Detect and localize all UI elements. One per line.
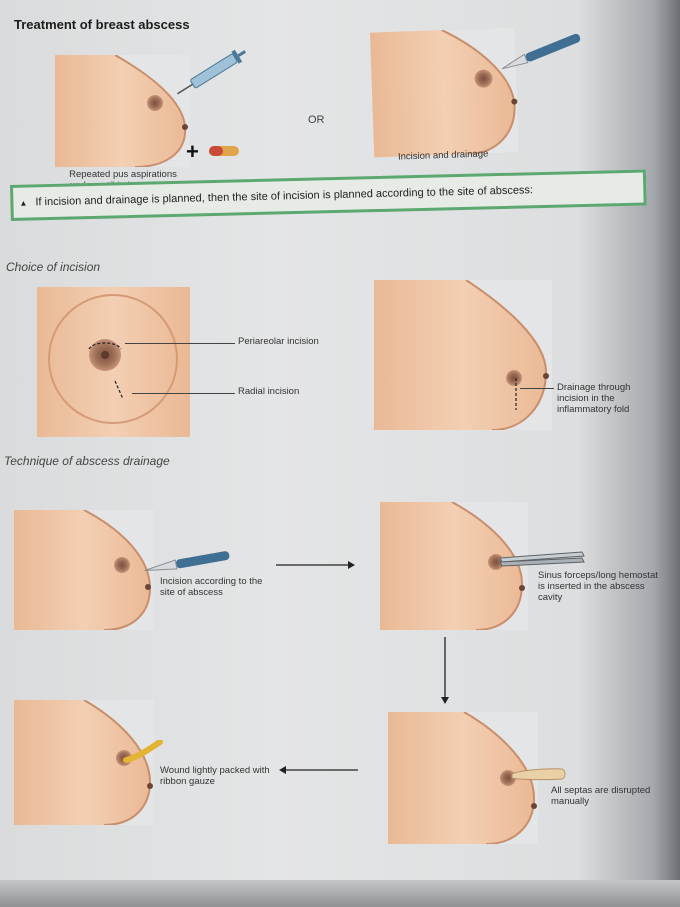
step2-illustration [380, 502, 528, 630]
step2-caption: Sinus forceps/long hemostat is inserted … [538, 570, 658, 603]
capsule-icon [209, 146, 239, 156]
periareolar-label: Periareolar incision [238, 336, 319, 347]
choice-heading: Choice of incision [6, 260, 101, 274]
syringe-icon [176, 49, 247, 95]
radial-label: Radial incision [238, 386, 300, 397]
step1-illustration [14, 510, 154, 630]
step4-illustration [14, 700, 154, 825]
banner-text: If incision and drainage is planned, the… [35, 184, 534, 209]
scalpel-icon [501, 33, 581, 70]
step1-caption: Incision according to the site of absces… [160, 576, 263, 598]
or-label: OR [308, 114, 325, 126]
page-title: Treatment of breast abscess [14, 17, 190, 32]
finger-icon [511, 768, 566, 781]
page-bottom-edge [0, 880, 680, 907]
step3-caption: All septas are disrupted manually [551, 785, 651, 807]
breast-side-view-illustration [374, 280, 552, 430]
hemostat-icon [499, 551, 585, 567]
technique-heading: Technique of abscess drainage [4, 454, 170, 468]
plus-icon: + [186, 139, 199, 164]
arrow-left-icon [279, 766, 358, 774]
breast-incision-illustration [369, 27, 520, 158]
triangle-bullet-icon: ▲ [19, 198, 28, 208]
ribbon-gauze-icon [123, 740, 163, 763]
step4-caption: Wound lightly packed with ribbon gauze [160, 765, 270, 787]
fold-leader-line [520, 388, 554, 389]
periareolar-leader-line [125, 343, 235, 344]
breast-aspiration-illustration [55, 55, 190, 167]
radial-leader-line [132, 393, 235, 394]
breast-front-view-illustration [37, 287, 190, 437]
arrow-down-icon [441, 637, 449, 704]
incision-drainage-caption: Incision and drainage [397, 148, 489, 163]
scalpel-icon-step1 [144, 551, 230, 571]
arrow-right-icon [276, 561, 355, 569]
fold-label: Drainage through incision in the inflamm… [557, 382, 631, 415]
